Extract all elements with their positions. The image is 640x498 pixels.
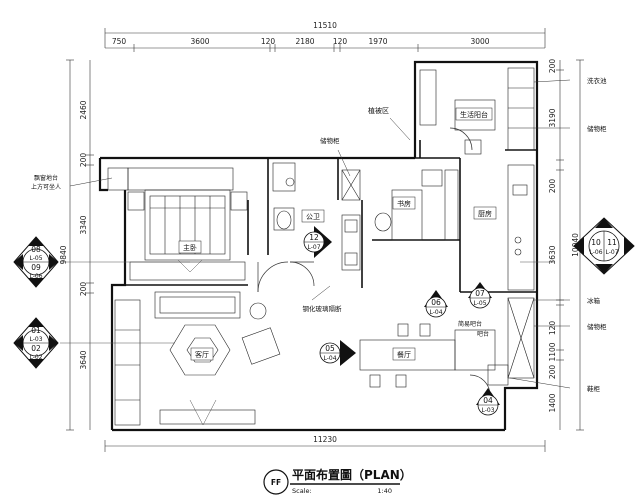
elev-05-ref: L-04: [323, 355, 336, 362]
elev-12-ref: L-07: [307, 244, 320, 251]
top-dim-seg-2: 3600: [190, 37, 209, 46]
public-bath-label-bg: [301, 209, 325, 223]
storage-cabinet-right-note-1: 储物柜: [587, 124, 607, 133]
top-dim-seg-1: 750: [112, 37, 127, 46]
living-room-label: 客厅: [195, 350, 209, 359]
elev-08-ref: L-05: [29, 255, 42, 262]
utility-balcony-label: 生活阳台: [460, 110, 488, 119]
storage-cabinet-top-note: 储物柜: [320, 136, 340, 145]
top-dim-seg-4: 2180: [295, 37, 314, 46]
right-dim-seg-8: 1400: [548, 393, 557, 412]
elev-10-num: 10: [591, 238, 601, 247]
bay-window-note-line2: 上方可坐人: [31, 183, 61, 191]
left-dim-seg-4: 200: [79, 282, 88, 297]
elev-10-ref: L-06: [589, 249, 602, 256]
elev-06-ref: L-04: [429, 309, 442, 316]
left-dim-seg-1: 2460: [79, 100, 88, 119]
elevation-marker-04: 04 L-03: [476, 388, 500, 416]
bar-label-line2: 吧台: [477, 330, 489, 338]
dining-room-label: 餐厅: [397, 350, 411, 359]
elev-11-num: 11: [607, 238, 617, 247]
elev-06-num: 06: [431, 298, 441, 307]
top-overall-dim: 11510: [313, 21, 337, 30]
elev-12-num: 12: [309, 233, 319, 242]
plant-area-label: 植被区: [368, 106, 389, 115]
top-dim-seg-6: 1970: [368, 37, 387, 46]
top-dim-seg-5: 120: [333, 37, 348, 46]
bar-label-line1: 简易吧台: [458, 320, 482, 328]
dining-room-label-bg: [392, 347, 416, 361]
right-dim-seg-3: 200: [548, 179, 557, 194]
top-dim-seg-3: 120: [261, 37, 276, 46]
top-dim-seg-7: 3000: [470, 37, 489, 46]
elevation-marker-01-02: 01 L-03 02 L-02: [13, 317, 59, 369]
fridge-note: 冰箱: [587, 296, 601, 305]
right-dim-seg-5: 120: [548, 321, 557, 336]
elev-01-ref: L-03: [29, 336, 42, 343]
elev-05-num: 05: [325, 344, 335, 353]
study-label: 书房: [397, 199, 411, 208]
bottom-overall-dim: 11230: [313, 435, 337, 444]
right-dim-seg-7: 200: [548, 365, 557, 380]
master-bedroom-label-bg: [178, 240, 202, 254]
left-dim-seg-5: 3640: [79, 350, 88, 369]
elev-07-ref: L-05: [473, 300, 486, 307]
scale-label: Scale:: [292, 487, 312, 495]
master-bedroom-label: 主卧: [183, 243, 197, 252]
left-dim-seg-3: 3340: [79, 215, 88, 234]
furniture: [107, 67, 535, 426]
kitchen-label: 厨房: [478, 209, 492, 218]
elev-11-ref: L-07: [605, 249, 618, 256]
elevation-marker-06: 06 L-04: [424, 290, 448, 318]
laundry-sink-note: 洗衣池: [587, 76, 607, 85]
right-dim-seg-4: 3630: [548, 245, 557, 264]
right-dim-seg-6: 1100: [548, 342, 557, 361]
drawing-badge-text: FF: [271, 478, 281, 487]
callout-leaders: [69, 79, 571, 389]
glass-partition-note: 钢化玻璃隔断: [303, 304, 343, 313]
left-dim-seg-2: 200: [79, 153, 88, 168]
elev-04-ref: L-03: [481, 407, 494, 414]
study-label-bg: [392, 196, 416, 210]
room-labels: 主卧 公卫 书房 厨房 生活阳台 客厅 餐厅 植被区 简易吧台 吧台: [178, 106, 497, 361]
scale-value: 1:40: [377, 487, 392, 495]
shoe-cabinet-note: 鞋柜: [587, 384, 601, 393]
bay-window-note-line1: 飘窗地台: [34, 174, 58, 182]
utility-balcony-label-bg: [455, 107, 493, 121]
title-block: FF 平面布置圖（PLAN） Scale: 1:40: [263, 467, 412, 495]
elev-07-num: 07: [475, 289, 485, 298]
elev-02-num: 02: [31, 344, 41, 353]
right-dim-seg-1: 200: [548, 59, 557, 74]
public-bath-label: 公卫: [306, 213, 320, 221]
elevation-marker-10-11: 10 L-06 11 L-07: [573, 217, 635, 275]
storage-cabinet-right-note-2: 储物柜: [587, 322, 607, 331]
elev-09-ref: L-06: [29, 273, 42, 280]
exterior-walls: [98, 60, 539, 432]
elev-04-num: 04: [483, 396, 493, 405]
living-room-label-bg: [190, 347, 214, 361]
kitchen-label-bg: [473, 206, 497, 220]
elevation-guide-lines: [60, 259, 555, 426]
elevation-marker-05: 05 L-04: [319, 340, 356, 366]
elev-02-ref: L-02: [29, 354, 42, 361]
elevation-marker-12: 12 L-07: [303, 226, 332, 258]
drawing-badge: [263, 469, 289, 495]
drawing-title: 平面布置圖（PLAN）: [292, 467, 412, 482]
elev-01-num: 01: [31, 326, 41, 335]
elev-08-num: 08: [31, 245, 41, 254]
left-overall-dim: 9840: [59, 245, 68, 264]
elev-09-num: 09: [31, 263, 41, 272]
elevation-marker-07: 07 L-05: [468, 282, 492, 309]
right-dim-seg-2: 3190: [548, 108, 557, 127]
elevation-marker-08-09: 08 L-05 09 L-06: [13, 236, 59, 288]
